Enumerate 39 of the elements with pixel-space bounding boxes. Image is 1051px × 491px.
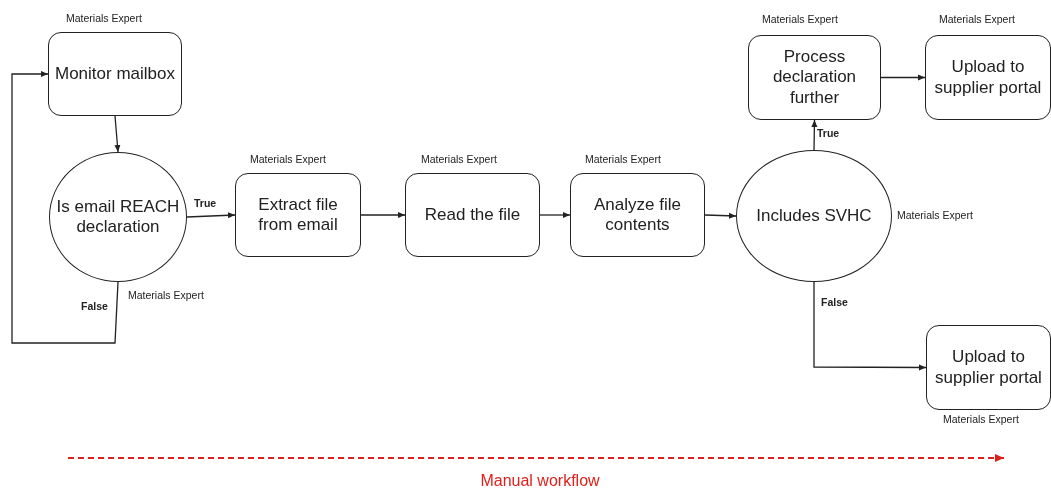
arrow xyxy=(811,119,818,151)
node-text: Includes SVHC xyxy=(756,205,872,227)
process-box xyxy=(48,32,182,116)
arrow xyxy=(704,212,737,219)
node-text: Upload to supplier portal xyxy=(933,57,1043,98)
node-text: Upload to supplier portal xyxy=(934,347,1043,388)
node-text: Process declaration further xyxy=(771,46,858,109)
node-text: Extract file from email xyxy=(257,194,339,236)
role-label: Materials Expert xyxy=(66,12,142,24)
process-box xyxy=(405,173,540,257)
arrow xyxy=(360,212,406,218)
edge-label: True xyxy=(193,197,218,209)
edge-label: False xyxy=(80,300,109,312)
role-label: Materials Expert xyxy=(421,153,497,165)
role-label: Materials Expert xyxy=(250,153,326,165)
process-box xyxy=(235,173,361,257)
edge-label: False xyxy=(820,296,849,308)
role-label: Materials Expert xyxy=(939,13,1015,25)
arrow xyxy=(186,212,236,219)
process-box xyxy=(926,325,1051,410)
edge-label: True xyxy=(816,127,841,139)
role-label: Materials Expert xyxy=(943,413,1019,425)
node-text: Read the file xyxy=(424,204,521,226)
arrow xyxy=(11,71,119,344)
role-label: Materials Expert xyxy=(128,289,204,301)
role-label: Materials Expert xyxy=(897,209,973,221)
arrow xyxy=(539,212,571,218)
role-label: Materials Expert xyxy=(585,153,661,165)
process-box xyxy=(748,35,881,120)
process-box xyxy=(570,173,705,257)
process-box xyxy=(925,35,1051,120)
node-text: Analyze file contents xyxy=(593,194,682,236)
node-text: Is email REACH declaration xyxy=(55,196,181,238)
node-text: Monitor mailbox xyxy=(55,63,175,85)
role-label: Materials Expert xyxy=(762,13,838,25)
arrow xyxy=(880,74,926,81)
arrow xyxy=(114,115,121,153)
workflow-label: Manual workflow xyxy=(480,472,600,490)
arrow xyxy=(813,281,927,371)
